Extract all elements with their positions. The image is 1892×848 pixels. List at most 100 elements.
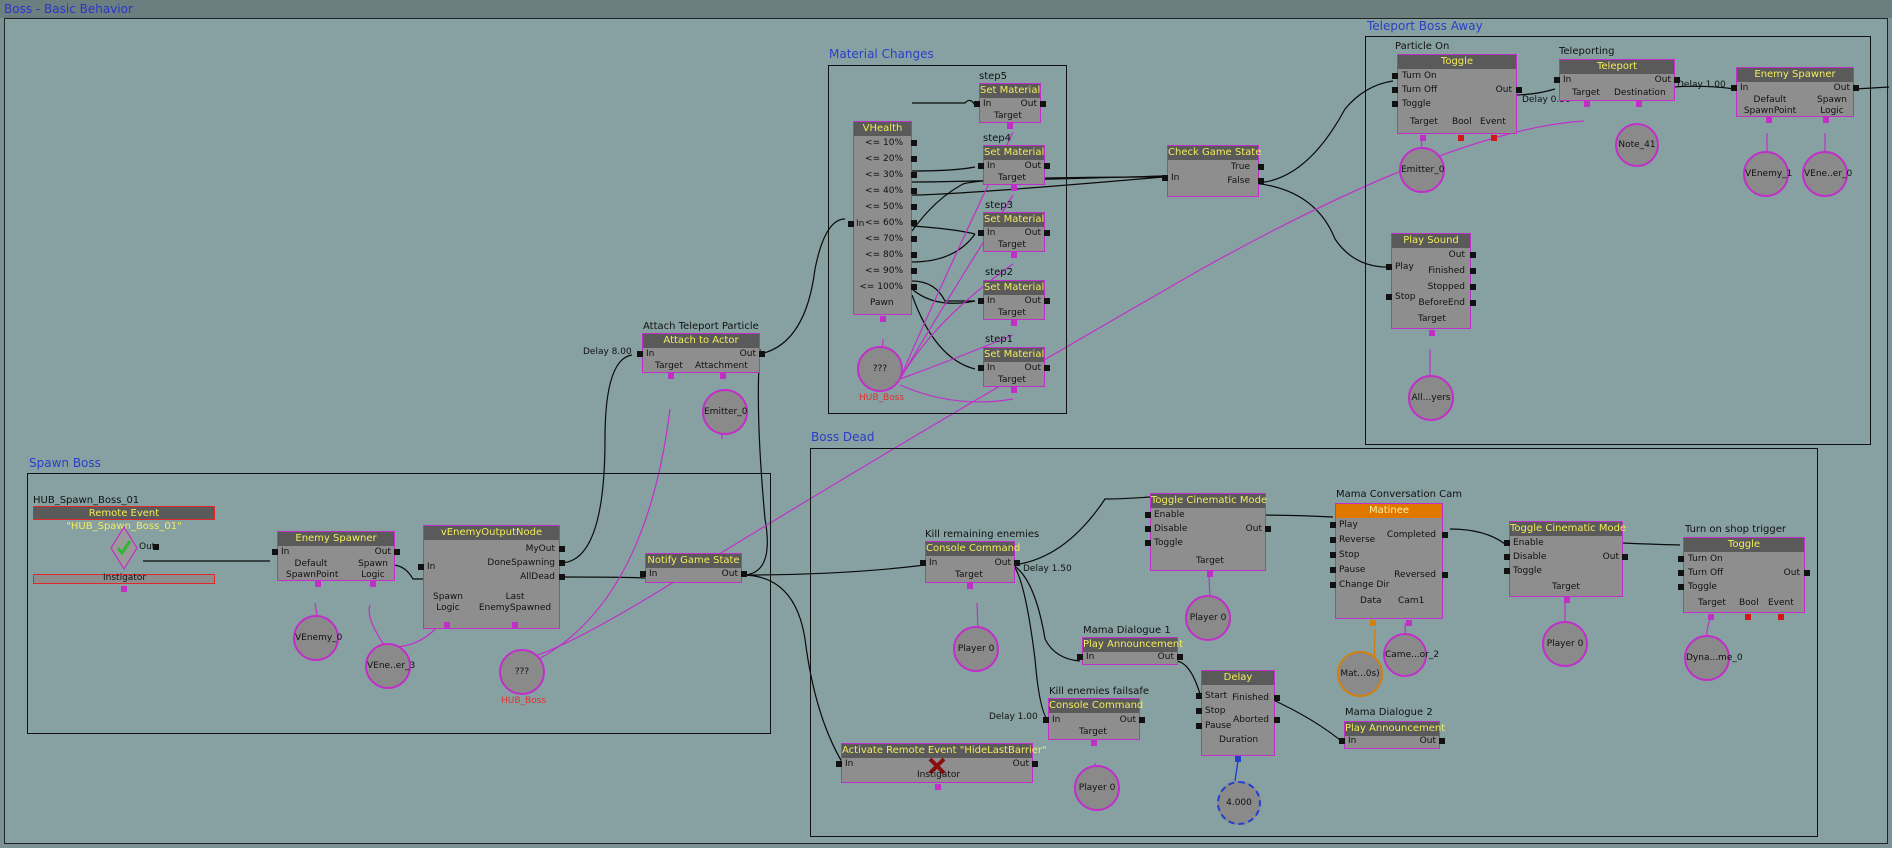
matinee-cam1-pin[interactable]: [1406, 620, 1412, 626]
particle-toggle-toggle-pin[interactable]: [1392, 101, 1398, 107]
toggle-cinematic-1-node[interactable]: Toggle Cinematic Mode Enable Disable Tog…: [1145, 493, 1271, 577]
console-command-kill-node[interactable]: Console Command In Out Target: [920, 541, 1020, 589]
toggle-cinematic-2-node[interactable]: Toggle Cinematic Mode Enable Disable Tog…: [1504, 521, 1628, 603]
enemy-output-spawnlogic-pin[interactable]: [444, 622, 450, 628]
console-command-failsafe-node[interactable]: Console Command In Out Target: [1043, 698, 1145, 746]
check-state-true-pin[interactable]: [1258, 164, 1264, 170]
attach-emitter-var[interactable]: Emitter_0: [702, 389, 748, 435]
vhealth-row-5-pin[interactable]: [911, 220, 917, 226]
console-kill-out-pin[interactable]: [1014, 560, 1020, 566]
remote-event-node[interactable]: Remote Event "HUB_Spawn_Boss_01" Out Ins…: [33, 506, 215, 596]
step2-target-pin[interactable]: [1011, 320, 1017, 326]
particle-toggle-turnoff-pin[interactable]: [1392, 87, 1398, 93]
vhealth-row-3-pin[interactable]: [911, 188, 917, 194]
particle-toggle-event-pin[interactable]: [1491, 135, 1497, 141]
matinee-data-var[interactable]: Mat...0s): [1337, 651, 1383, 697]
shop-toggle-target-pin[interactable]: [1708, 614, 1714, 620]
activate-remote-event-node[interactable]: Activate Remote Event "HideLastBarrier" …: [836, 743, 1047, 790]
play-sound-stopped-pin[interactable]: [1470, 284, 1476, 290]
teleport-enemy-spawner-node[interactable]: Enemy Spawner In Out Default SpawnPoint …: [1731, 67, 1859, 123]
teleport-venemy0-var[interactable]: VEne..er_0: [1802, 151, 1852, 197]
step4-out-pin[interactable]: [1044, 163, 1050, 169]
matinee-reversed-pin[interactable]: [1442, 572, 1448, 578]
matinee-play-pin[interactable]: [1330, 522, 1336, 528]
shop-toggle-event-pin[interactable]: [1778, 614, 1784, 620]
shop-toggle-turnoff-pin[interactable]: [1678, 570, 1684, 576]
play-sound-finished-pin[interactable]: [1470, 268, 1476, 274]
player0-var-4[interactable]: Player 0: [1074, 765, 1120, 811]
duration-var[interactable]: 4.000: [1217, 781, 1261, 825]
vhealth-row-0-pin[interactable]: [911, 140, 917, 146]
hub-boss-var-1[interactable]: ???: [499, 649, 545, 695]
toggle-cine-2-toggle-pin[interactable]: [1504, 568, 1510, 574]
console-kill-target-pin[interactable]: [967, 583, 973, 589]
step3-target-pin[interactable]: [1011, 252, 1017, 258]
step3-in-pin[interactable]: [978, 230, 984, 236]
set-material-step3-node[interactable]: Set Material In Out Target: [978, 212, 1050, 258]
enemy-output-myout-pin[interactable]: [559, 546, 565, 552]
matinee-changedir-pin[interactable]: [1330, 582, 1336, 588]
enemy-spawner-node[interactable]: Enemy Spawner In Out Default SpawnPoint …: [272, 531, 400, 587]
matinee-data-pin[interactable]: [1370, 620, 1376, 626]
step4-target-pin[interactable]: [1011, 185, 1017, 191]
attach-target-pin[interactable]: [668, 373, 674, 379]
enemy-spawner-logic-pin[interactable]: [370, 581, 376, 587]
toggle-cine-1-toggle-pin[interactable]: [1145, 540, 1151, 546]
attach-attachment-pin[interactable]: [720, 373, 726, 379]
venemy3-var[interactable]: VEne..er_3: [365, 643, 415, 689]
particle-toggle-bool-pin[interactable]: [1458, 135, 1464, 141]
teleport-destination-pin[interactable]: [1636, 101, 1642, 107]
console-failsafe-in-pin[interactable]: [1043, 717, 1049, 723]
teleport-target-pin[interactable]: [1584, 101, 1590, 107]
venemy0-var[interactable]: VEnemy_0: [293, 615, 342, 661]
step5-out-pin[interactable]: [1040, 101, 1046, 107]
announce-1-out-pin[interactable]: [1177, 654, 1183, 660]
matinee-reverse-pin[interactable]: [1330, 537, 1336, 543]
notify-game-state-node[interactable]: Notify Game State In Out: [640, 553, 747, 583]
delay-node[interactable]: Delay Start Stop Pause Finished Aborted …: [1196, 670, 1280, 762]
shop-toggle-toggle-pin[interactable]: [1678, 584, 1684, 590]
set-material-step2-node[interactable]: Set Material In Out Target: [978, 280, 1050, 326]
step5-target-pin[interactable]: [1007, 123, 1013, 129]
enemy-spawner-out-pin[interactable]: [394, 549, 400, 555]
particle-toggle-node[interactable]: Toggle Turn On Turn Off Toggle Out Targe…: [1392, 54, 1522, 141]
set-material-step1-node[interactable]: Set Material In Out Target: [978, 347, 1050, 393]
teleport-spawner-default-pin[interactable]: [1766, 117, 1772, 123]
player0-var-1[interactable]: Player 0: [953, 626, 999, 672]
teleport-venemy1-var[interactable]: VEnemy_1: [1743, 151, 1792, 197]
announce-2-out-pin[interactable]: [1439, 738, 1445, 744]
toggle-cine-1-target-pin[interactable]: [1207, 571, 1213, 577]
attach-out-pin[interactable]: [759, 351, 765, 357]
step2-out-pin[interactable]: [1044, 298, 1050, 304]
set-material-step5-node[interactable]: Set Material In Out Target: [974, 83, 1046, 129]
remote-event-instigator-pin[interactable]: [121, 586, 127, 592]
delay-pause-pin[interactable]: [1196, 723, 1202, 729]
shop-toggle-node[interactable]: Toggle Turn On Turn Off Toggle Out Targe…: [1678, 537, 1810, 620]
particle-emitter-var[interactable]: Emitter_0: [1399, 147, 1445, 193]
vhealth-pawn-pin[interactable]: [880, 316, 886, 322]
particle-toggle-turnon-pin[interactable]: [1392, 73, 1398, 79]
remote-event-out-pin[interactable]: [153, 544, 159, 550]
announce-2-in-pin[interactable]: [1339, 738, 1345, 744]
step1-target-pin[interactable]: [1011, 387, 1017, 393]
vhealth-node[interactable]: VHealth In <= 10% <= 20% <= 30% <= 40% <…: [848, 121, 917, 322]
vhealth-row-9-pin[interactable]: [911, 284, 917, 290]
dynamic-trigger-var[interactable]: Dyna...me_0: [1684, 635, 1743, 681]
step4-in-pin[interactable]: [978, 163, 984, 169]
activate-instigator-pin[interactable]: [935, 784, 941, 790]
delay-stop-pin[interactable]: [1196, 708, 1202, 714]
enemy-output-lastenemy-pin[interactable]: [512, 622, 518, 628]
teleport-out-pin[interactable]: [1674, 77, 1680, 83]
toggle-cine-2-target-pin[interactable]: [1564, 597, 1570, 603]
vhealth-row-8-pin[interactable]: [911, 268, 917, 274]
play-sound-node[interactable]: Play Sound Play Stop Out Finished Stoppe…: [1386, 233, 1476, 336]
delay-aborted-pin[interactable]: [1274, 717, 1280, 723]
teleport-in-pin[interactable]: [1554, 77, 1560, 83]
vhealth-row-4-pin[interactable]: [911, 204, 917, 210]
announce-1-in-pin[interactable]: [1077, 654, 1083, 660]
all-players-var[interactable]: All...yers: [1408, 375, 1454, 421]
set-material-step4-node[interactable]: Set Material In Out Target: [978, 145, 1050, 191]
particle-toggle-target-pin[interactable]: [1420, 135, 1426, 141]
enemy-spawner-default-pin[interactable]: [315, 581, 321, 587]
step3-out-pin[interactable]: [1044, 230, 1050, 236]
